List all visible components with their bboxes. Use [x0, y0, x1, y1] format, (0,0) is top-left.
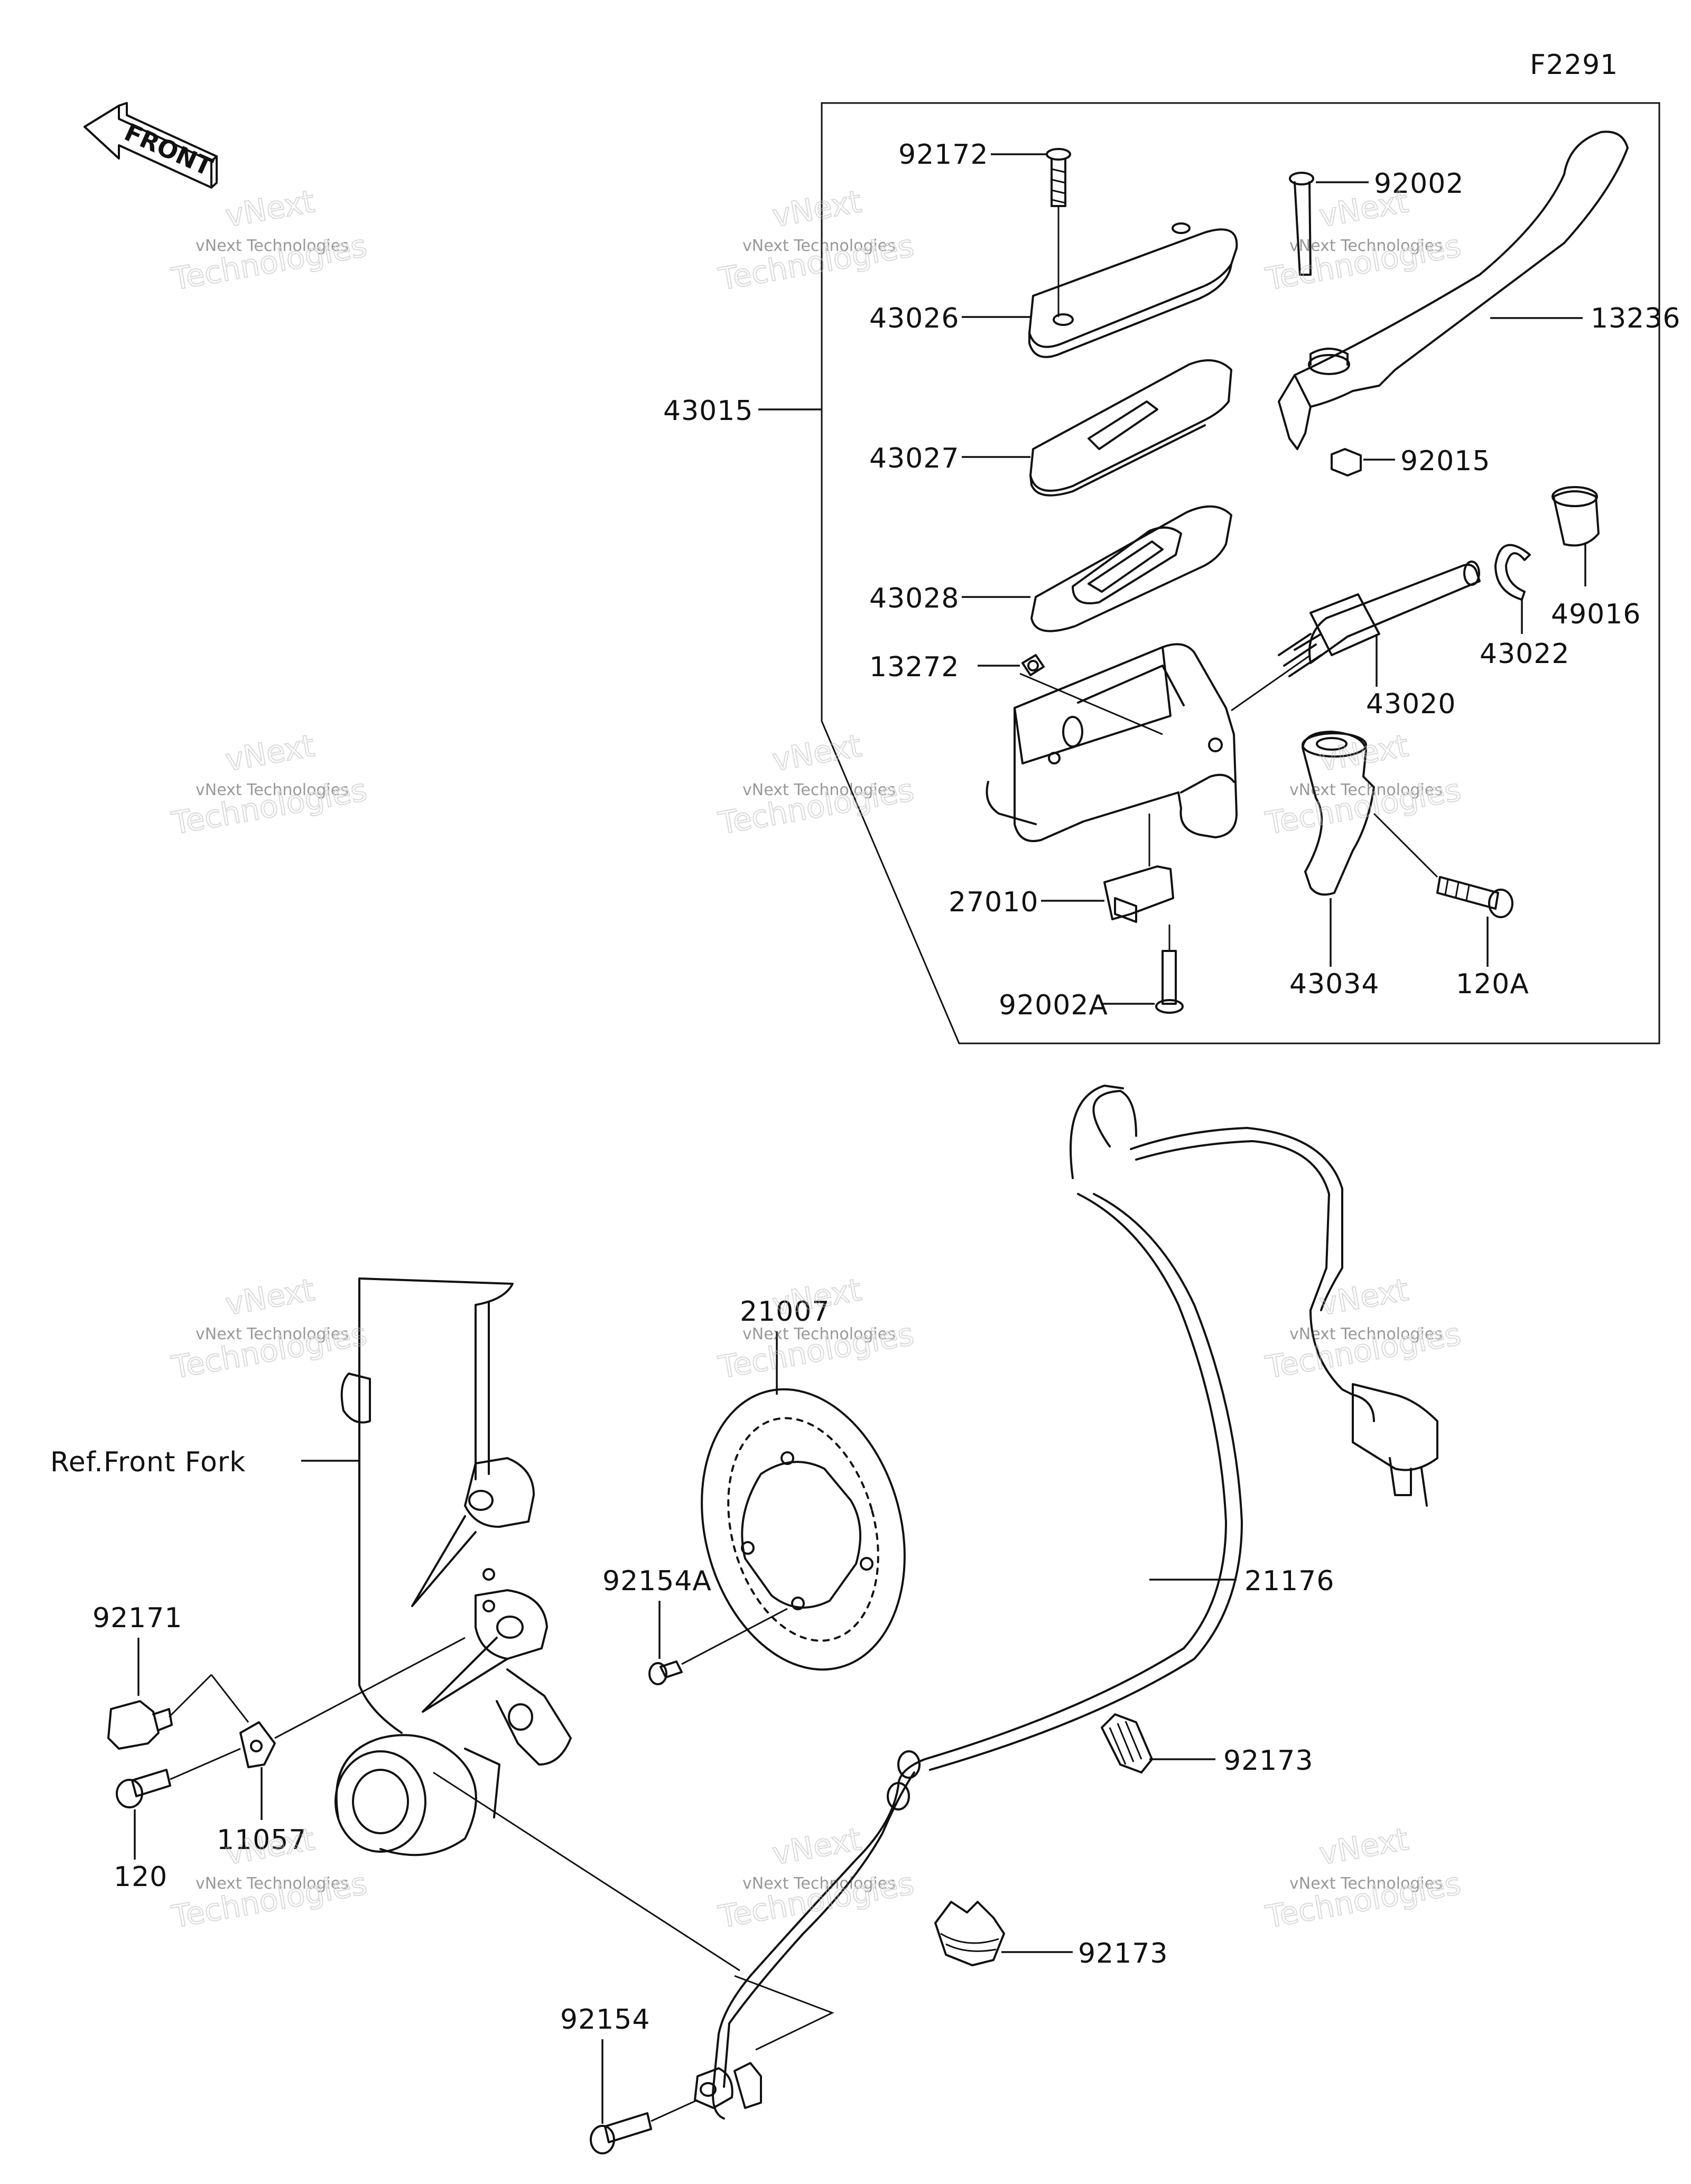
nut-92015: [1331, 448, 1362, 477]
watermark-line2: vNext Technologies: [1289, 1325, 1443, 1343]
label-92154: 92154: [560, 2004, 650, 2036]
label-43028: 43028: [869, 583, 959, 614]
watermark-line1: vNext: [769, 183, 864, 234]
watermark-line1: vNext: [769, 1821, 864, 1872]
label-92002: 92002: [1374, 168, 1464, 200]
screw-92154A: [648, 1660, 683, 1685]
circlip-43022: [1494, 544, 1531, 601]
label-21007: 21007: [740, 1296, 830, 1328]
bolt-92154: [590, 2112, 652, 2154]
label-43020: 43020: [1366, 688, 1456, 720]
label-13236: 13236: [1591, 303, 1680, 334]
watermark-line1: vNext: [1316, 727, 1411, 778]
clamp-92173-lower: [934, 1901, 1005, 1966]
watermark-line2: vNext Technologies: [1289, 237, 1443, 255]
watermark-line1: vNext: [222, 727, 317, 778]
watermark-line2: vNext Technologies: [742, 1325, 896, 1343]
watermark-line1: vNext: [1316, 1821, 1411, 1872]
label-120: 120: [114, 1861, 168, 1893]
label-43026: 43026: [869, 303, 959, 334]
watermark-line2: vNext Technologies: [742, 237, 896, 255]
bolt-120: [116, 1769, 171, 1808]
label-43034: 43034: [1289, 968, 1379, 1000]
watermark-line1: vNext: [222, 183, 317, 234]
bolt-120A: [1436, 876, 1513, 918]
watermark-line1: vNext: [769, 1272, 864, 1322]
assembly-box: [821, 102, 1660, 1044]
label-92002A: 92002A: [999, 990, 1108, 1021]
label-120A: 120A: [1456, 968, 1529, 1000]
label-11057: 11057: [217, 1824, 306, 1856]
watermark-line1: vNext: [1316, 183, 1411, 234]
label-92172: 92172: [898, 139, 988, 171]
gasket-43028: [1030, 505, 1232, 632]
label-21176: 21176: [1244, 1565, 1334, 1597]
label-49016: 49016: [1551, 599, 1641, 630]
bracket-11057: [239, 1721, 276, 1768]
label-92173-upper: 92173: [1223, 1745, 1313, 1777]
watermark-line2: vNext Technologies: [196, 1874, 349, 1893]
switch-27010: [1103, 865, 1174, 923]
sensor-harness-21176: [694, 1085, 1438, 2120]
lever-13236: [1278, 130, 1629, 450]
reference-label: Ref.Front Fork: [50, 1446, 246, 1478]
cross-reference-line-2: [734, 1975, 834, 2051]
label-92171: 92171: [92, 1602, 182, 1634]
label-43015: 43015: [663, 395, 753, 427]
label-43027: 43027: [869, 443, 959, 474]
master-cylinder-body: [986, 643, 1238, 842]
screw-92002A: [1155, 950, 1184, 1014]
label-92173-lower: 92173: [1078, 1938, 1168, 1970]
clamp-92173-upper: [1101, 1713, 1153, 1774]
watermark-line2: vNext Technologies: [196, 781, 349, 799]
watermark-line2: vNext Technologies: [1289, 1874, 1443, 1893]
piston-43020: [1278, 561, 1481, 677]
label-43022: 43022: [1480, 638, 1569, 670]
watermark-line2: vNext Technologies: [196, 1325, 349, 1343]
label-27010: 27010: [949, 886, 1038, 918]
watermark-line2: vNext Technologies: [742, 781, 896, 799]
label-13272: 13272: [869, 651, 959, 683]
watermark-line1: vNext: [769, 727, 864, 778]
sensor-ring-21007: [701, 1388, 906, 1671]
watermark-line1: vNext: [1316, 1272, 1411, 1322]
screw-92172: [1046, 148, 1071, 207]
pivot-bolt-92002: [1289, 172, 1314, 276]
watermark-line1: vNext: [222, 1272, 317, 1322]
clip-92171: [107, 1700, 173, 1750]
watermark-line2: vNext Technologies: [742, 1874, 896, 1893]
watermark-line2: vNext Technologies: [196, 237, 349, 255]
cross-reference-line: [433, 1771, 740, 1972]
watermark-line2: vNext Technologies: [1289, 781, 1443, 799]
front-arrow-text: FRONT: [120, 118, 217, 182]
label-92154A: 92154A: [602, 1565, 712, 1597]
watermark-group: vNext Technologies vNext Technologies vN…: [169, 183, 1464, 1936]
figure-id: F2291: [1530, 49, 1618, 81]
cap-49016: [1551, 486, 1600, 547]
front-arrow-icon: FRONT: [83, 102, 218, 189]
clip-13272: [1021, 654, 1045, 676]
label-92015: 92015: [1400, 445, 1490, 477]
cover-43026: [1028, 222, 1238, 358]
plate-43027: [1029, 359, 1232, 497]
clamp-43034: [1302, 731, 1375, 896]
front-fork: [335, 1277, 572, 1856]
